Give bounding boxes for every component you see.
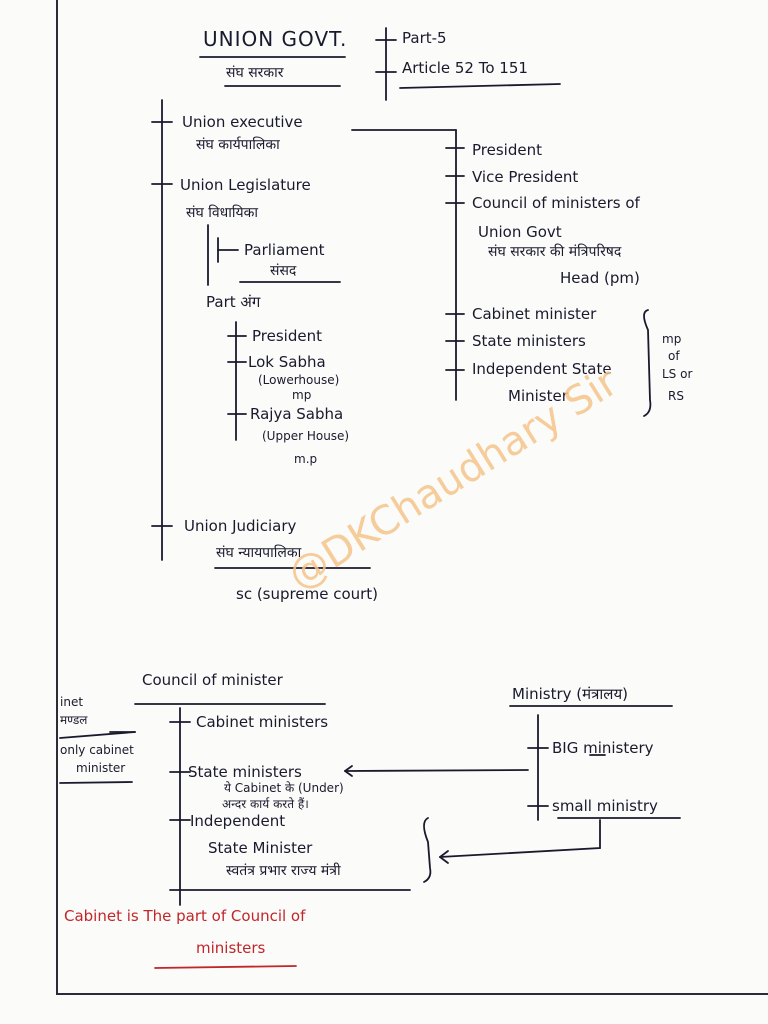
mp-note-1: mp — [662, 332, 682, 346]
union-executive-label: Union executive — [182, 113, 303, 131]
part-rajya-sabha: Rajya Sabha — [250, 405, 344, 423]
union-legislature-label: Union Legislature — [180, 176, 311, 194]
head-pm: Head (pm) — [560, 269, 640, 287]
state-note-2: अन्दर कार्य करते हैं। — [222, 797, 309, 811]
minister-cabinet: Cabinet minister — [472, 305, 597, 323]
union-judiciary-hindi: संघ न्यायपालिका — [216, 545, 302, 561]
lok-sabha-note: (Lowerhouse) — [258, 373, 340, 387]
ministry-title: Ministry (मंत्रालय) — [512, 685, 629, 703]
footnote-line2: ministers — [196, 939, 266, 957]
left-note-3: only cabinet — [60, 743, 134, 757]
independent-hindi: स्वतंत्र प्रभार राज्य मंत्री — [226, 863, 341, 879]
mp-note-4: RS — [668, 389, 684, 403]
council-item-state: State ministers — [188, 763, 302, 781]
ministry-big: BIG ministery — [552, 739, 654, 757]
part-label: Part-5 — [402, 29, 447, 47]
bottom-line — [56, 993, 768, 995]
part-ang-label: Part अंग — [206, 293, 261, 311]
footnote-line1: Cabinet is The part of Council of — [64, 907, 306, 925]
council-title: Council of minister — [142, 671, 283, 689]
parliament-hindi: संसद — [270, 263, 297, 279]
exec-item-president: President — [472, 141, 542, 159]
part-lok-sabha: Lok Sabha — [248, 353, 326, 371]
council-hindi: संघ सरकार की मंत्रिपरिषद — [488, 244, 622, 260]
ministry-small: small ministry — [552, 797, 658, 815]
left-note-4: minister — [76, 761, 126, 775]
rajya-sabha-mp: m.p — [294, 452, 318, 466]
council-item-cabinet: Cabinet ministers — [196, 713, 329, 731]
title-hindi: संघ सरकार — [226, 65, 284, 81]
lok-sabha-mp: mp — [292, 388, 312, 402]
mp-note-2: of — [668, 349, 680, 363]
independent-line2: State Minister — [208, 839, 313, 857]
mp-note-3: LS or — [662, 367, 693, 381]
left-note-1: inet — [60, 695, 84, 709]
parliament-label: Parliament — [244, 241, 325, 259]
supreme-court-label: sc (supreme court) — [236, 585, 379, 603]
minister-cont: Minister — [508, 387, 568, 405]
council-line2: Union Govt — [478, 223, 562, 241]
minister-independent: Independent State — [472, 360, 612, 378]
union-legislature-hindi: संघ विधायिका — [186, 205, 258, 221]
union-executive-hindi: संघ कार्यपालिका — [196, 137, 280, 153]
exec-item-council: Council of ministers of — [472, 194, 640, 212]
rajya-sabha-note: (Upper House) — [262, 429, 350, 443]
exec-item-vice-president: Vice President — [472, 168, 579, 186]
minister-state: State ministers — [472, 332, 586, 350]
left-note-2: मण्डल — [60, 713, 88, 727]
union-judiciary-label: Union Judiciary — [184, 517, 297, 535]
article-label: Article 52 To 151 — [402, 59, 528, 77]
margin-line — [56, 0, 58, 995]
state-note-1: ये Cabinet के (Under) — [224, 781, 344, 795]
page-title: UNION GOVT. — [203, 27, 348, 51]
council-item-independent: Independent — [190, 812, 286, 830]
part-president: President — [252, 327, 322, 345]
